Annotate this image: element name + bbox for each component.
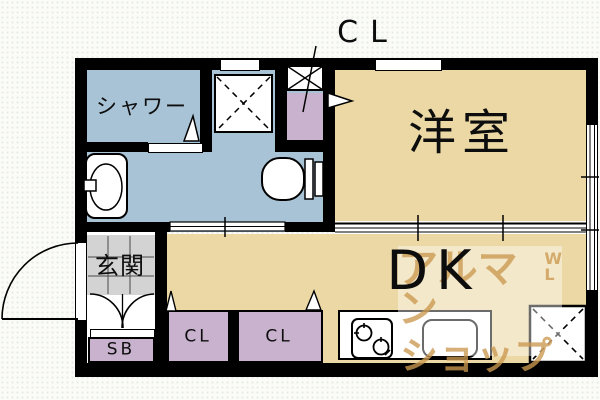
wall-closet-bottom bbox=[275, 140, 335, 152]
entrance-label: 玄関 bbox=[95, 252, 145, 280]
wall-shower-bottom bbox=[75, 142, 148, 152]
wall-washroom-bottom-left bbox=[87, 222, 170, 232]
western-room-label: 洋室 bbox=[407, 105, 517, 161]
kitchen-counter bbox=[338, 310, 492, 360]
wall-entrance-right bbox=[155, 222, 167, 363]
closet-top-box bbox=[287, 93, 323, 140]
wall-washroom-west bbox=[323, 58, 335, 232]
western-room-floor bbox=[335, 70, 586, 234]
wall-closet-divider bbox=[230, 310, 237, 363]
entrance-tile-area bbox=[87, 235, 155, 295]
window-top-left bbox=[220, 59, 260, 71]
window-right-wall bbox=[587, 125, 597, 290]
shoe-box-label: SB bbox=[106, 339, 136, 360]
window-top-right bbox=[375, 59, 442, 71]
wall-washroom-bottom-right bbox=[285, 222, 335, 232]
closet-top-label: CL bbox=[337, 15, 399, 50]
shower-door-opening bbox=[148, 143, 203, 153]
wall-laundry-right bbox=[275, 58, 287, 140]
closet-2-box bbox=[237, 310, 323, 363]
entrance-door-opening bbox=[76, 243, 86, 320]
wall-shower-right bbox=[200, 58, 212, 152]
closet-1-label: CL bbox=[184, 326, 212, 347]
closet-2-label: CL bbox=[265, 326, 293, 347]
shower-label: シャワー bbox=[96, 94, 188, 119]
entrance-door-swing bbox=[1, 242, 79, 320]
shoe-box bbox=[88, 337, 155, 363]
closet-1-box bbox=[167, 310, 230, 363]
dining-kitchen-label: DK bbox=[386, 239, 480, 302]
